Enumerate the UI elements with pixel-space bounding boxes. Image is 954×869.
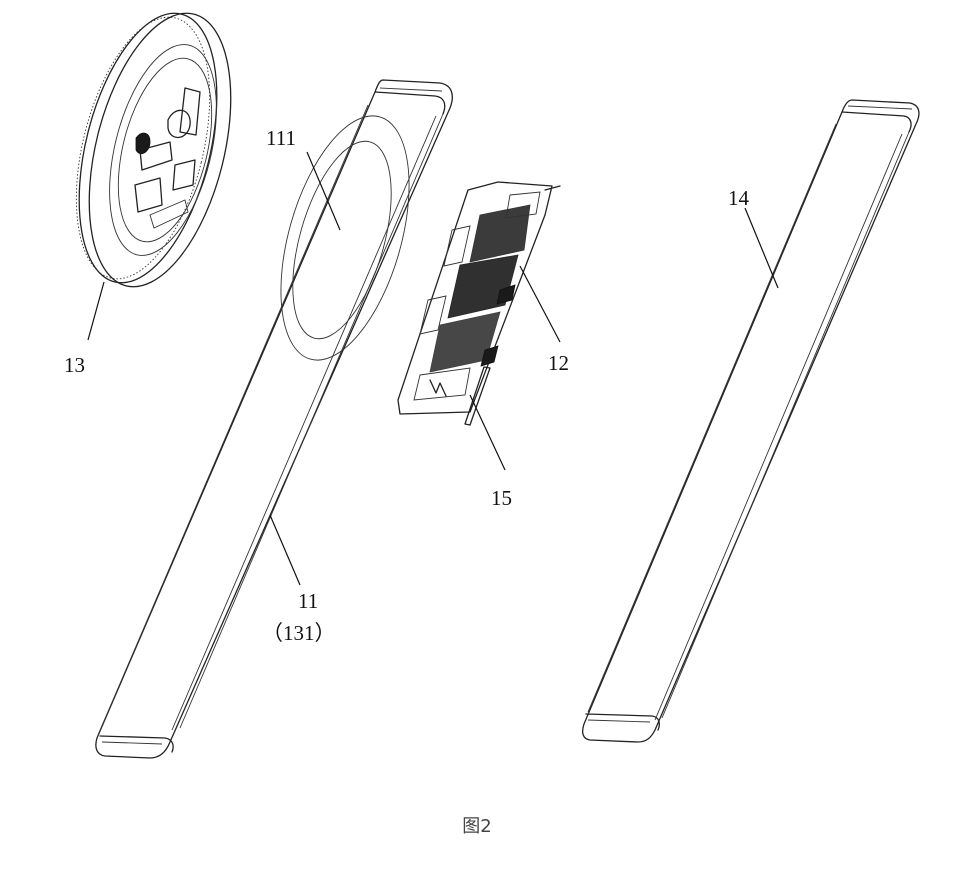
figure-caption: 图2: [462, 816, 491, 837]
leader-14: [744, 207, 779, 289]
label-15: 15: [491, 486, 512, 510]
leader-lines: [87, 151, 779, 586]
leader-15: [469, 394, 506, 471]
label-14: 14: [728, 186, 750, 210]
label-131: （131）: [262, 621, 336, 645]
leader-11: [269, 514, 301, 586]
right-strap-part: [582, 99, 920, 743]
leader-13: [87, 281, 105, 341]
label-12: 12: [548, 351, 569, 375]
leader-111: [306, 151, 341, 231]
circuit-board-part: [397, 181, 561, 426]
leader-12: [519, 265, 561, 343]
left-strap-part: [95, 79, 453, 759]
label-13: 13: [64, 353, 85, 377]
label-111: 111: [266, 126, 296, 150]
label-11: 11: [298, 589, 318, 613]
disc-part: [75, 12, 232, 288]
